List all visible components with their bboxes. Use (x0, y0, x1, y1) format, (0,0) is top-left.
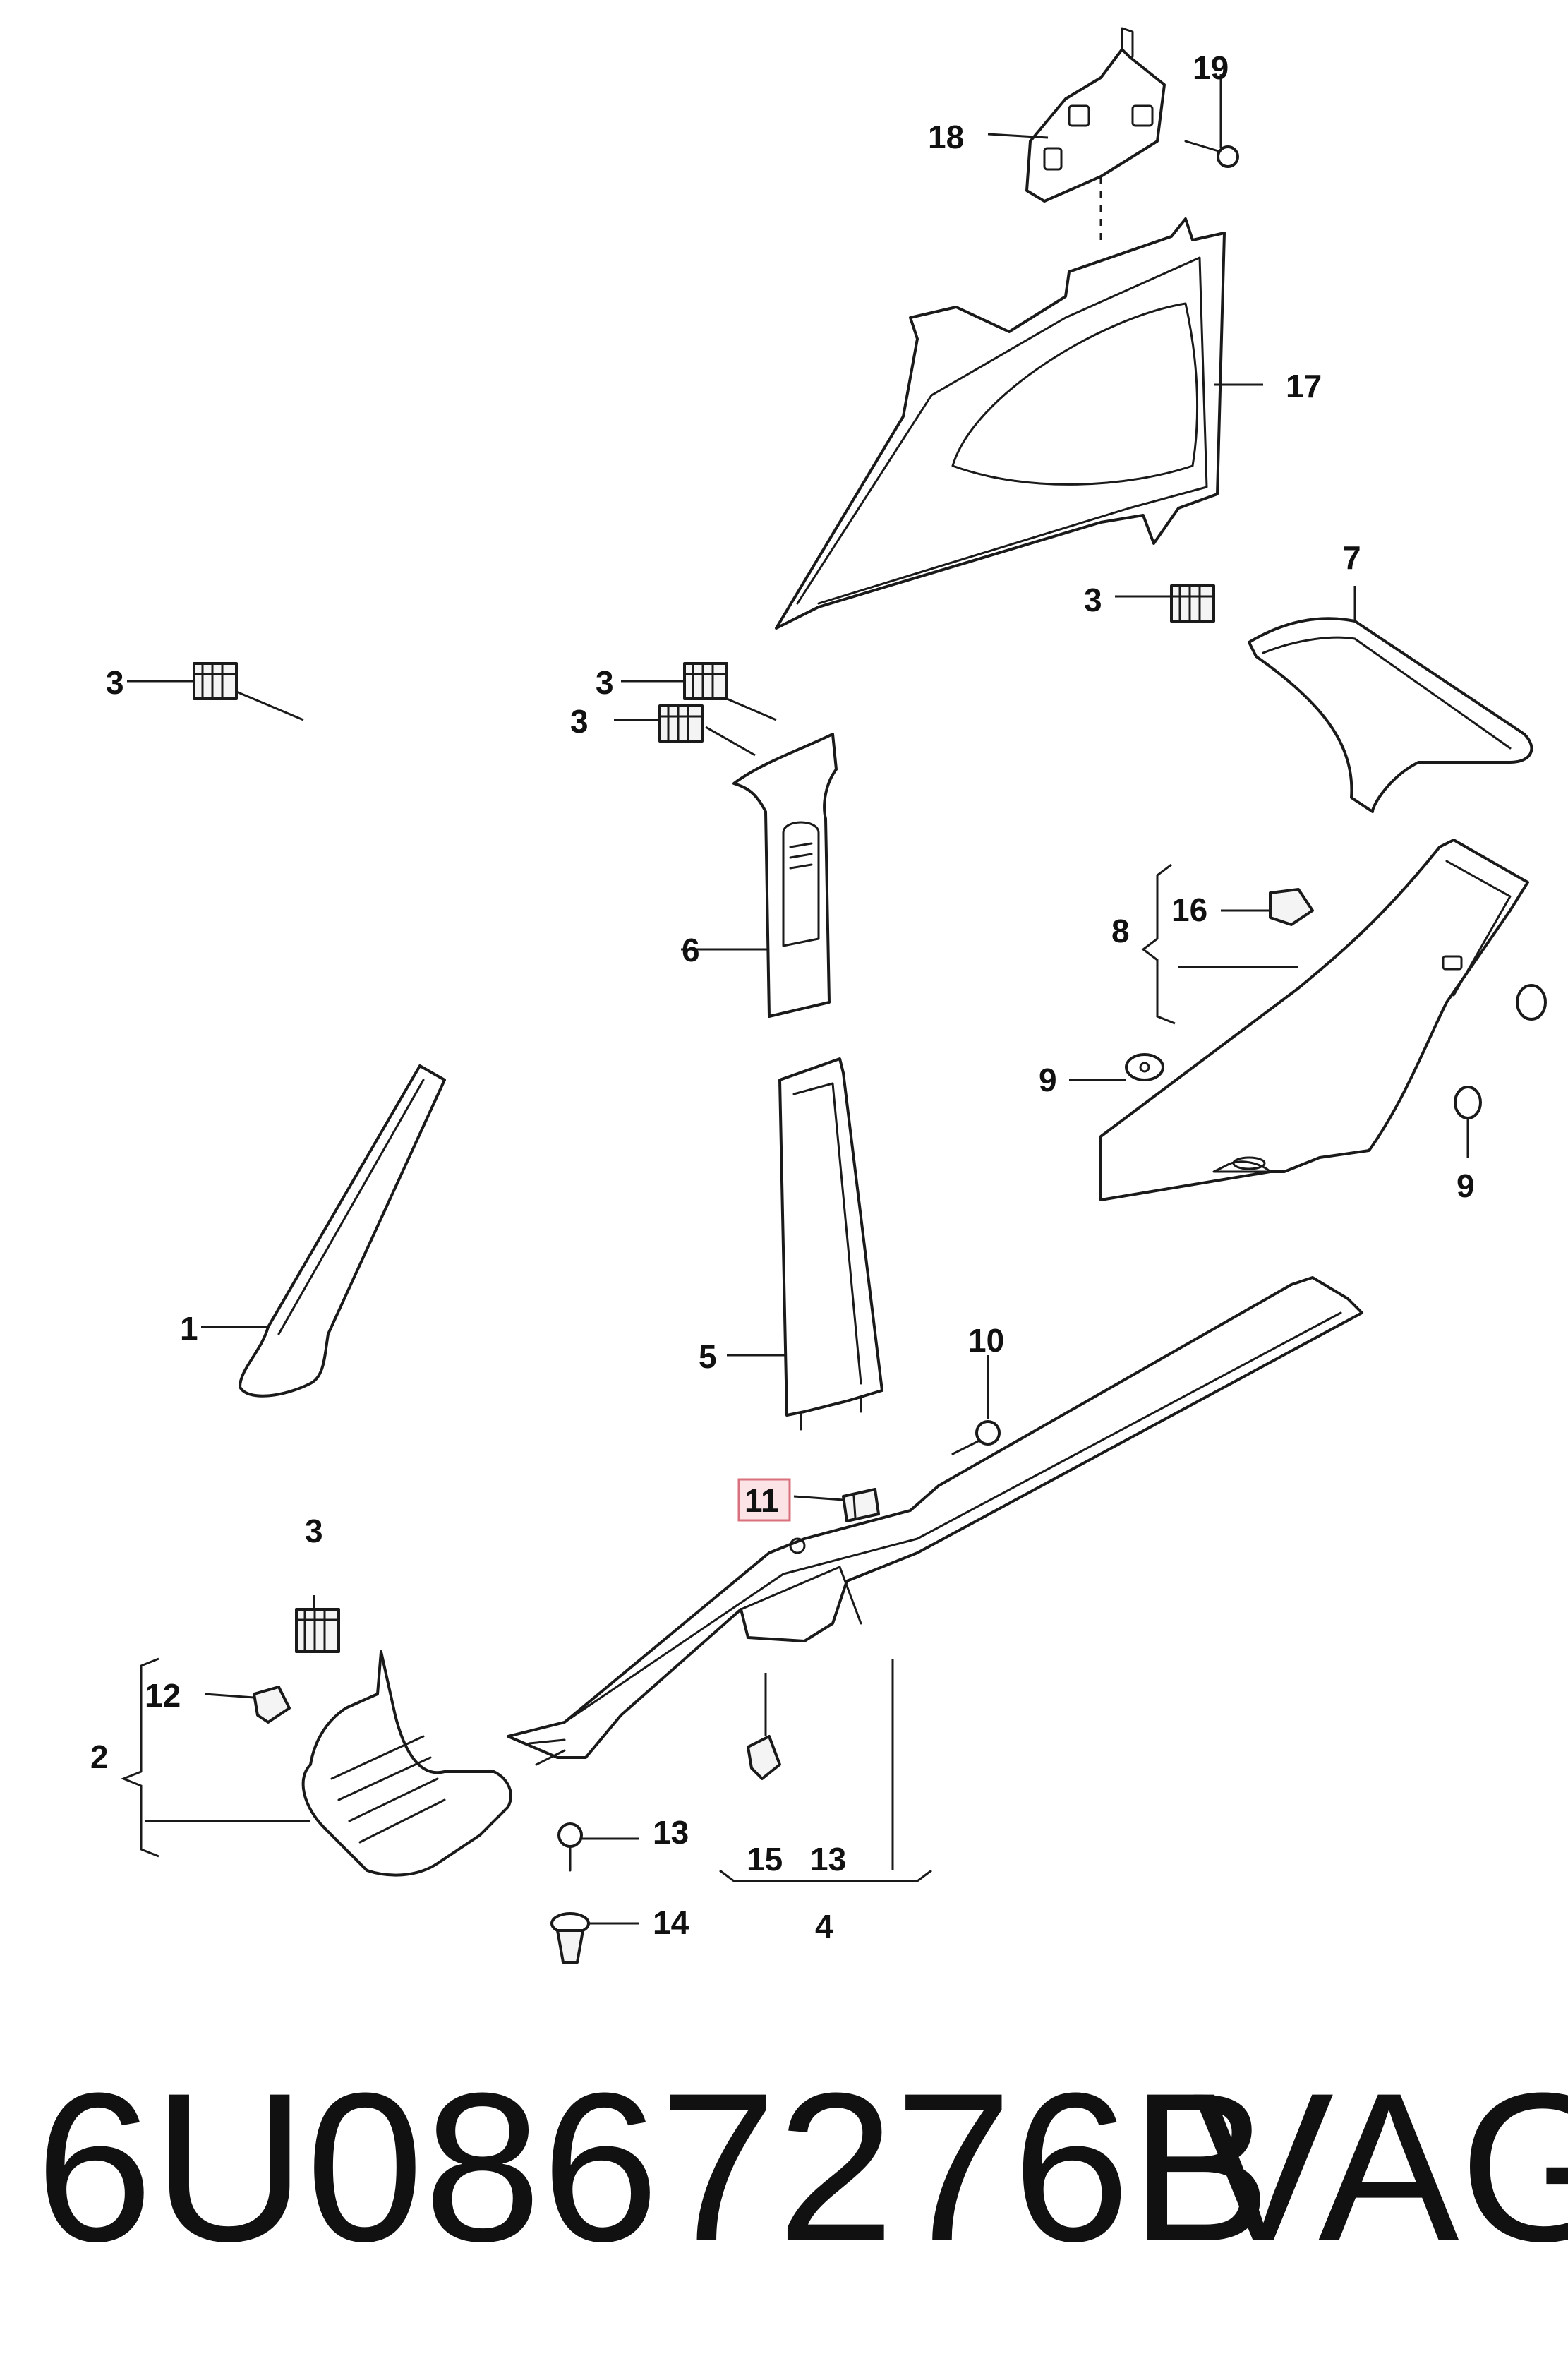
callout-19: 19 (1193, 49, 1229, 86)
callout-15: 15 (747, 1841, 783, 1878)
part-1-a-pillar (239, 1064, 446, 1398)
part-9-plug-edge (1516, 984, 1547, 1021)
clip-3-a-pillar (193, 662, 238, 700)
clip-3-upper-right (1170, 584, 1215, 623)
callout-12: 12 (145, 1677, 181, 1714)
callout-8: 8 (1111, 913, 1130, 949)
part-2-kick-panel (301, 1650, 512, 1877)
callout-14: 14 (653, 1904, 689, 1941)
callout-16: 16 (1171, 891, 1207, 928)
part-14-rivet (550, 1912, 590, 1964)
callout-6: 6 (682, 932, 700, 968)
clip-3-lower-left (295, 1608, 340, 1653)
callout-9-right: 9 (1457, 1167, 1475, 1204)
callout-labels: 19 18 17 7 3 3 6 16 8 9 9 3 3 1 5 10 11 … (90, 49, 1475, 1945)
part-7-rear-trim (1248, 617, 1533, 813)
part-5-b-pillar-lower (778, 1057, 883, 1431)
part-18-bracket (1025, 27, 1166, 203)
leader-lines (120, 133, 1469, 1925)
part-19-screw (1184, 74, 1239, 168)
callout-3-lower-left: 3 (305, 1513, 323, 1549)
brand-label: VAG (1193, 2048, 1568, 2285)
part-number-label: 6U0867276B (35, 2048, 1272, 2285)
callout-7: 7 (1343, 539, 1361, 576)
part-12-clip (253, 1686, 291, 1724)
clip-3-b-pillar-lower (683, 662, 728, 700)
part-16-clip (1269, 888, 1314, 926)
part-9-plug-right (1454, 1086, 1482, 1119)
callout-2: 2 (90, 1738, 109, 1775)
clip-3-b-pillar-upper (658, 704, 704, 743)
part-15-clip (747, 1735, 781, 1780)
callout-13-screw: 13 (653, 1814, 689, 1851)
callout-17: 17 (1286, 368, 1322, 404)
callout-10: 10 (968, 1322, 1004, 1359)
callout-3-b-pillar-upper: 3 (570, 703, 589, 740)
part-6-b-pillar-upper (732, 733, 838, 1018)
callout-3-b-pillar-lower: 3 (596, 664, 614, 701)
part-8-wheelarch-trim (1099, 839, 1529, 1201)
callout-11-highlight (737, 1478, 791, 1522)
callout-11: 11 (744, 1482, 779, 1519)
part-9-plug-left (1125, 1053, 1164, 1081)
callout-3-a-pillar: 3 (106, 664, 124, 701)
part-10-screw (951, 1420, 1001, 1455)
part-4-sill-trim (507, 1276, 1363, 1766)
part-13-screw (557, 1822, 583, 1872)
part-17-quarter-trim (775, 217, 1226, 630)
callout-1: 1 (180, 1310, 198, 1347)
callout-18: 18 (928, 119, 964, 155)
callout-13-sill: 13 (810, 1841, 846, 1878)
callout-5: 5 (699, 1338, 717, 1375)
callout-3-upper-right: 3 (1084, 582, 1102, 618)
callout-4: 4 (815, 1908, 833, 1945)
callout-9-left: 9 (1039, 1062, 1057, 1098)
part-11-clip (842, 1488, 880, 1522)
